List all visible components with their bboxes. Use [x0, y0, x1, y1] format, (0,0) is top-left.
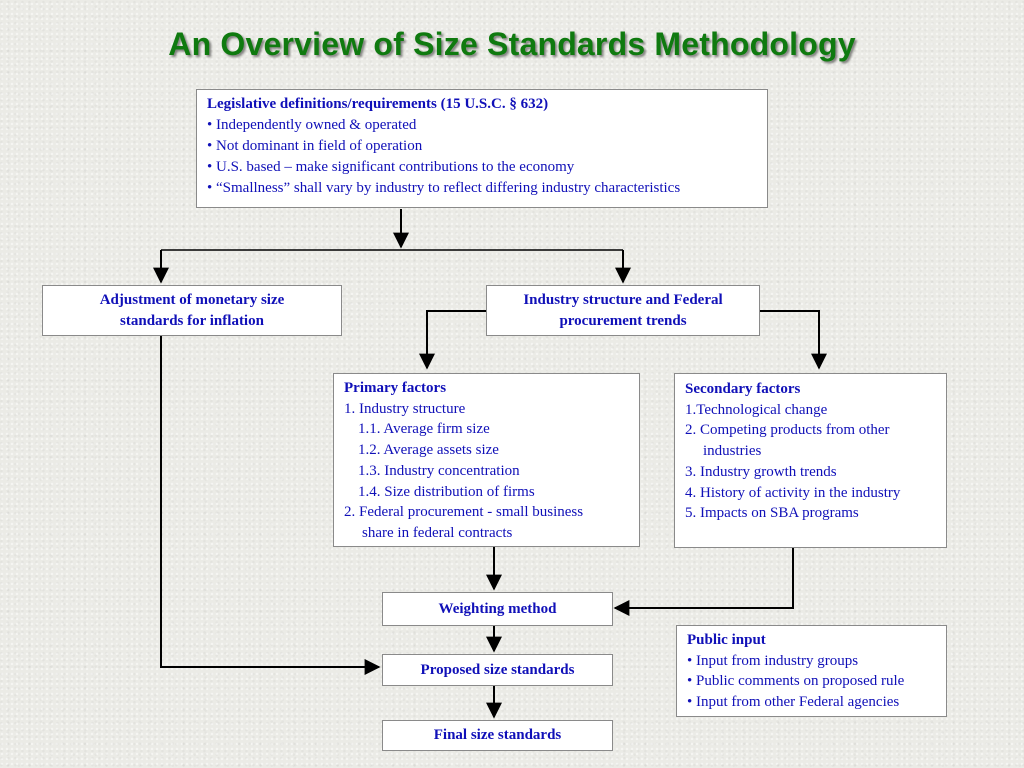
public-input-item: • Input from industry groups — [687, 652, 859, 669]
adjustment-line: Adjustment of monetary size — [99, 291, 285, 308]
legislative-item: • Not dominant in field of operation — [207, 138, 423, 154]
secondary-item: 3. Industry growth trends — [685, 463, 837, 480]
arrow-to-primary — [419, 310, 486, 370]
industry-line: procurement trends — [559, 312, 687, 329]
secondary-item: 1.Technological change — [685, 401, 828, 418]
arrow-to-secondary — [759, 310, 827, 370]
legislative-item: • Independently owned & operated — [207, 117, 417, 133]
secondary-item: 5. Impacts on SBA programs — [685, 505, 859, 522]
final-size-standards-box: Final size standards — [382, 720, 613, 751]
public-input-item: • Public comments on proposed rule — [687, 673, 905, 689]
public-input-item: • Input from other Federal agencies — [687, 693, 900, 710]
primary-heading: Primary factors — [344, 380, 447, 396]
secondary-item: 2. Competing products from other — [685, 422, 890, 439]
proposed-size-standards-box: Proposed size standards — [382, 654, 613, 686]
secondary-item: 4. History of activity in the industry — [685, 484, 901, 501]
public-input-box: Public input • Input from industry group… — [676, 625, 947, 717]
primary-item: 1.3. Industry concentration — [358, 462, 520, 479]
legislative-requirements-box: Legislative definitions/requirements (15… — [196, 89, 768, 208]
weighting-label: Weighting method — [438, 600, 557, 617]
legislative-item: • U.S. based – make significant contribu… — [207, 159, 575, 175]
primary-item: 1.4. Size distribution of firms — [358, 483, 535, 500]
arrow-adjustment-to-proposed — [160, 336, 381, 675]
legislative-heading: Legislative definitions/requirements (15… — [207, 96, 549, 112]
final-label: Final size standards — [433, 727, 562, 743]
industry-line: Industry structure and Federal — [523, 291, 723, 308]
primary-item: 1.1. Average firm size — [358, 421, 490, 438]
primary-item: 2. Federal procurement - small business — [344, 504, 584, 521]
proposed-label: Proposed size standards — [420, 661, 575, 678]
legislative-item: • “Smallness” shall vary by industry to … — [207, 180, 681, 196]
primary-factors-box: Primary factors 1. Industry structure 1.… — [333, 373, 640, 547]
primary-item: 1.2. Average assets size — [358, 442, 499, 459]
public-input-heading: Public input — [687, 632, 766, 648]
secondary-heading: Secondary factors — [685, 381, 801, 397]
adjustment-line: standards for inflation — [120, 312, 264, 329]
industry-structure-box: Industry structure and Federal procureme… — [486, 285, 760, 336]
slide-title: An Overview of Size Standards Methodolog… — [168, 26, 856, 62]
arrow-secondary-to-weighting — [613, 548, 794, 616]
primary-item: 1. Industry structure — [344, 400, 466, 417]
primary-item: share in federal contracts — [362, 524, 513, 541]
weighting-method-box: Weighting method — [382, 592, 613, 626]
adjustment-inflation-box: Adjustment of monetary size standards fo… — [42, 285, 342, 336]
secondary-item: industries — [703, 443, 762, 460]
secondary-factors-box: Secondary factors 1.Technological change… — [674, 373, 947, 548]
